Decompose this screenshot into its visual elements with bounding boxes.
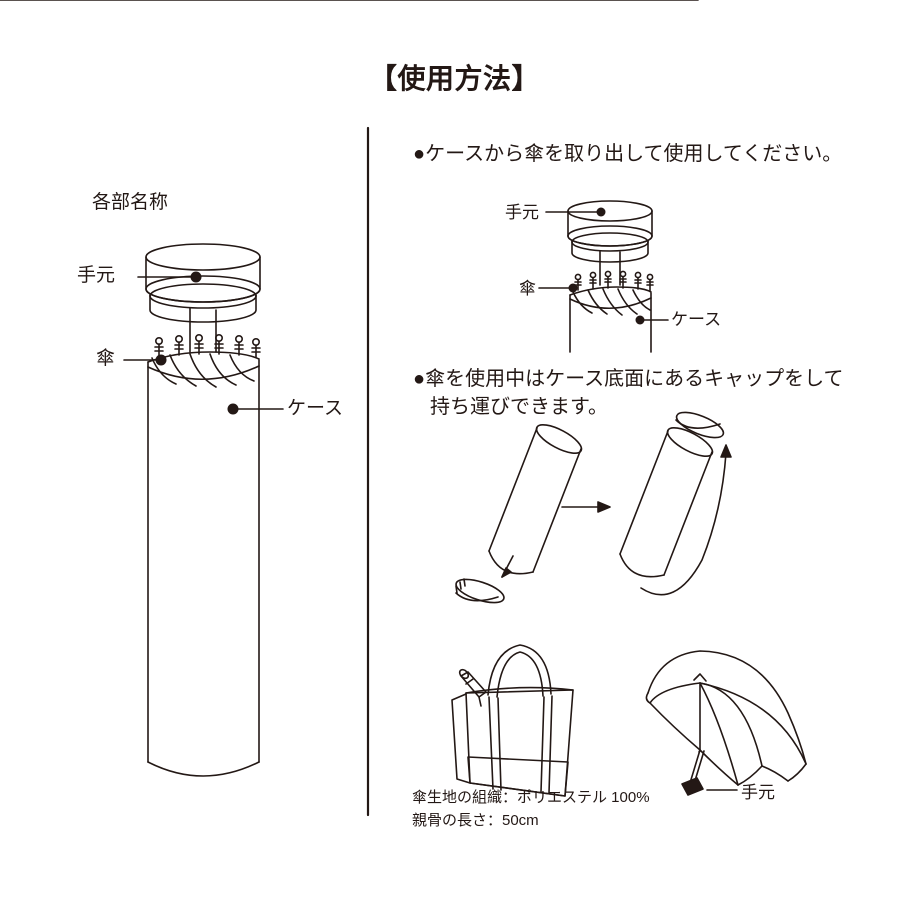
label-case-left: ケース — [287, 398, 344, 419]
spec-rib-length: 親骨の長さ：50cm — [412, 812, 539, 829]
label-handle-left: 手元 — [77, 265, 116, 286]
label-umbrella-left: 傘 — [96, 348, 116, 369]
cap-disc-attached — [675, 411, 725, 439]
tote-bag-illustration — [451, 644, 574, 797]
label-case-right: ケース — [671, 310, 722, 329]
open-umbrella-illustration — [0, 0, 807, 796]
page-title: 【使用方法】 — [369, 63, 541, 94]
case-cap-off — [455, 424, 583, 604]
label-umbrella-right: 傘 — [519, 279, 536, 298]
right-top-product-diagram — [567, 200, 654, 353]
umbrella-case-in-pocket — [458, 668, 487, 707]
label-handle-umbrella: 手元 — [741, 783, 775, 802]
case-cap-on — [619, 411, 732, 596]
left-product-diagram — [145, 243, 261, 777]
left-panel-heading: 各部名称 — [92, 192, 169, 213]
instruction-1-text: ケースから傘を取り出して使用してください。 — [425, 143, 843, 165]
cap-lift-curved-arrow — [640, 444, 732, 596]
cap-disc-detached — [455, 578, 505, 604]
process-arrow — [561, 501, 611, 513]
spec-fabric: 傘生地の組織：ポリエステル 100% — [412, 789, 650, 806]
case-cap-illustration — [455, 411, 732, 604]
right-top-leader-lines — [538, 207, 669, 325]
left-leader-lines — [123, 271, 284, 415]
label-handle-right: 手元 — [505, 203, 539, 222]
bullet-glyph-2: ● — [413, 368, 426, 390]
instruction-2-line1: ●傘を使用中はケース底面にあるキャップをして — [413, 366, 844, 394]
rib-tips-small — [574, 270, 654, 292]
instruction-2-line2: 持ち運びできます。 — [430, 396, 608, 418]
umbrella-handle — [681, 777, 704, 796]
bullet-glyph-1: ● — [413, 143, 426, 165]
instruction-2-text-line1: 傘を使用中はケース底面にあるキャップをして — [425, 368, 844, 390]
instruction-1-bullet: ●ケースから傘を取り出して使用してください。 — [413, 141, 842, 169]
rib-tips — [154, 333, 261, 358]
cap-down-arrow — [501, 555, 514, 578]
